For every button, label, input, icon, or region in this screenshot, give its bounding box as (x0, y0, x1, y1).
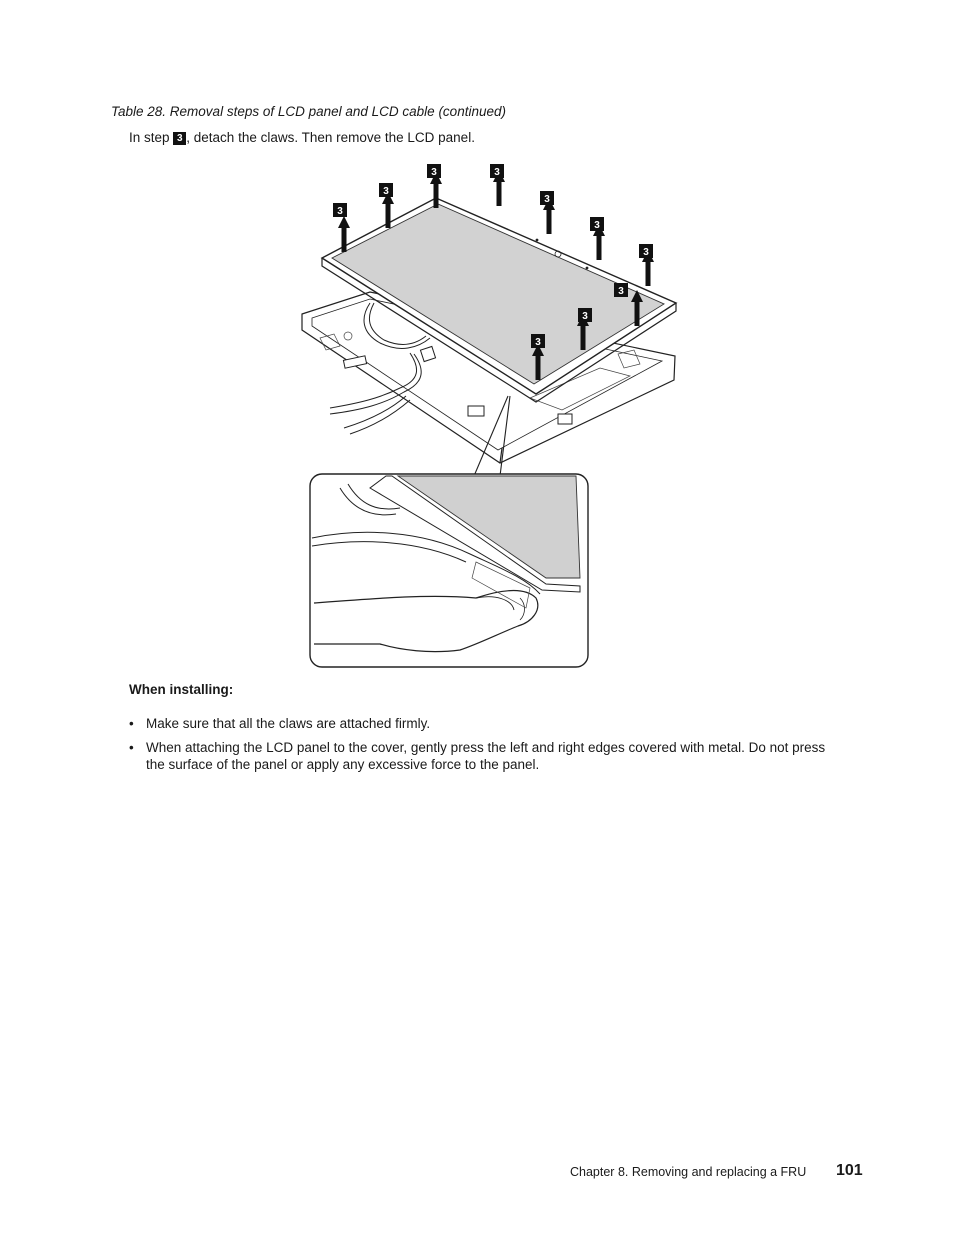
step-callout-label: 3 (618, 286, 624, 297)
step-callout-badge (333, 203, 347, 217)
step-callout-badge (531, 334, 545, 348)
lcd-cable (329, 302, 431, 435)
bullet-dot: • (129, 716, 134, 731)
up-arrow-icon (593, 224, 605, 260)
step-callout-label: 3 (535, 337, 541, 348)
lcd-panel-removal-illustration: 3 3 3 3 3 3 3 3 3 3 (300, 158, 690, 670)
installing-bullet-list: • Make sure that all the claws are attac… (129, 715, 834, 780)
cable-connector (342, 345, 573, 425)
step-callout-label: 3 (594, 220, 600, 231)
up-arrow-icon (338, 216, 350, 252)
step-callout-label: 3 (431, 167, 437, 178)
list-item: • Make sure that all the claws are attac… (129, 715, 834, 733)
intro-text-after: , detach the claws. Then remove the LCD … (186, 130, 475, 145)
up-arrow-icon (493, 170, 505, 206)
bullet-text: Make sure that all the claws are attache… (146, 716, 431, 731)
step-callout-badge (379, 183, 393, 197)
magnified-detail (309, 473, 589, 668)
up-arrow-icon (642, 250, 654, 286)
step-badge: 3 (173, 132, 187, 145)
step-callout-label: 3 (643, 247, 649, 258)
up-arrow-icon (631, 290, 643, 326)
bullet-text: When attaching the LCD panel to the cove… (146, 739, 826, 773)
step-callout-badge (427, 164, 441, 178)
step-callout-badge (614, 283, 628, 297)
up-arrow-icon (430, 172, 442, 208)
up-arrow-icon (532, 344, 544, 380)
step-callout-label: 3 (337, 206, 343, 217)
when-installing-heading: When installing: (129, 682, 234, 697)
step-callout-label: 3 (582, 311, 588, 322)
illustration-svg: 3 3 3 3 3 3 3 3 3 3 (301, 164, 678, 668)
detail-pointer (473, 395, 511, 477)
up-arrow-icon (382, 192, 394, 228)
step-callout-badge (490, 164, 504, 178)
step-callout-badge (578, 308, 592, 322)
intro-text-before: In step (129, 130, 174, 145)
intro-sentence: In step 3, detach the claws. Then remove… (129, 130, 475, 145)
page-number: 101 (836, 1162, 863, 1179)
footer-chapter: Chapter 8. Removing and replacing a FRU (570, 1165, 807, 1179)
back-cover-frame (301, 291, 676, 464)
list-item: • When attaching the LCD panel to the co… (129, 739, 834, 774)
step-callout-label: 3 (383, 186, 389, 197)
up-arrow-icon (577, 314, 589, 350)
step-callout-badge (590, 217, 604, 231)
callouts: 3 3 3 3 3 3 3 3 3 3 (333, 164, 654, 380)
step-callout-badge (639, 244, 653, 258)
step-callout-badge (540, 191, 554, 205)
up-arrow-icon (543, 198, 555, 234)
bullet-dot: • (129, 739, 134, 755)
step-callout-label: 3 (544, 194, 550, 205)
step-callout-label: 3 (494, 167, 500, 178)
table-caption: Table 28. Removal steps of LCD panel and… (111, 104, 506, 119)
frame-details (319, 331, 641, 411)
